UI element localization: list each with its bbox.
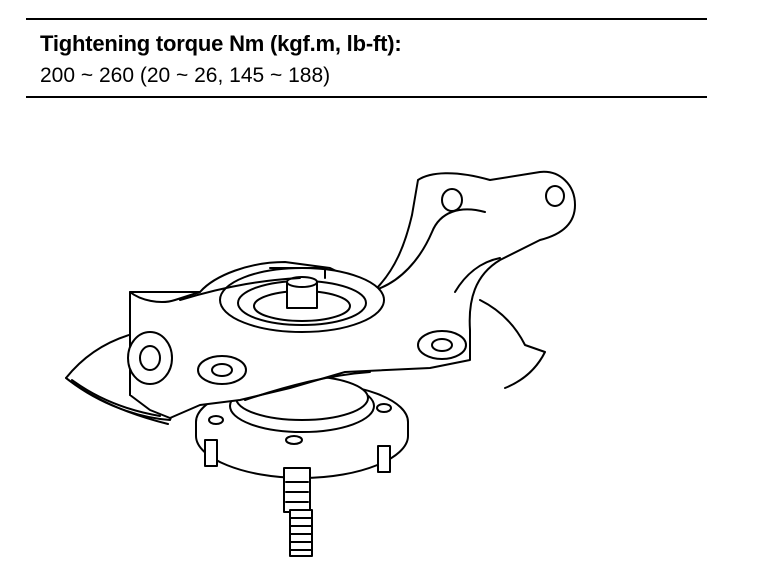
torque-spec-label: Tightening torque Nm (kgf.m, lb-ft): [40, 31, 402, 56]
torque-spec-value: 200 ~ 260 (20 ~ 26, 145 ~ 188) [40, 64, 331, 87]
torque-spec-box: Tightening torque Nm (kgf.m, lb-ft): 200… [26, 18, 707, 98]
steering-knuckle [127, 170, 576, 419]
wheel-studs [204, 439, 391, 557]
